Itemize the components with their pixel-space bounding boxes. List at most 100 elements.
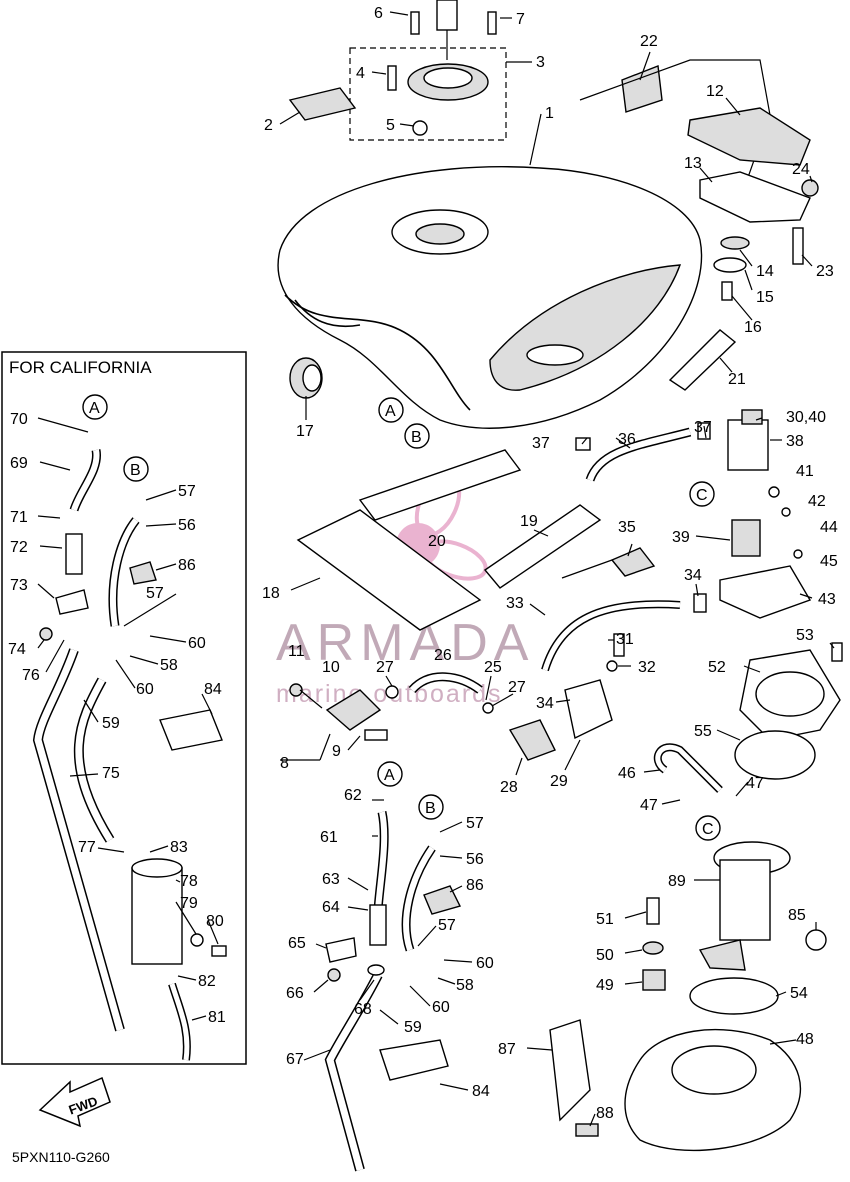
callout-3040: 30,40 — [786, 409, 826, 426]
callout-47a: 47 — [746, 775, 764, 792]
callout-44: 44 — [820, 519, 838, 536]
decal-22 — [621, 65, 663, 113]
callout-73: 73 — [10, 577, 28, 594]
callout-81: 81 — [208, 1009, 226, 1026]
bolt-23 — [792, 227, 804, 265]
callout-28: 28 — [500, 779, 518, 796]
clip-65 — [325, 937, 357, 963]
callout-78: 78 — [180, 873, 198, 890]
callout-34a: 34 — [684, 567, 702, 584]
marker-c-valve: C — [696, 487, 708, 504]
callout-60-ca-b: 60 — [136, 681, 154, 698]
marker-a-lower: A — [384, 767, 395, 784]
grommet-14 — [720, 236, 750, 250]
callout-14: 14 — [756, 263, 774, 280]
watermark-title: ARMADA — [276, 614, 534, 672]
callout-32: 32 — [638, 659, 656, 676]
washer-15 — [713, 257, 747, 273]
callout-12: 12 — [706, 83, 724, 100]
washer-32 — [606, 660, 618, 672]
leader-lines — [37, 11, 835, 1127]
pad-19 — [483, 504, 602, 589]
callout-58: 58 — [456, 977, 474, 994]
hose-36 — [585, 427, 692, 482]
callout-4: 4 — [356, 65, 365, 82]
callout-86-ca: 86 — [178, 557, 196, 574]
callout-58-ca: 58 — [160, 657, 178, 674]
callout-37b: 37 — [694, 419, 712, 436]
callout-27b: 27 — [508, 679, 526, 696]
callout-75: 75 — [102, 765, 120, 782]
california-title: FOR CALIFORNIA — [9, 358, 152, 377]
o-ring-55 — [734, 730, 816, 780]
callout-41: 41 — [796, 463, 814, 480]
callout-76: 76 — [22, 667, 40, 684]
callout-21: 21 — [728, 371, 746, 388]
marker-b-tank: B — [411, 429, 422, 446]
callout-57b: 57 — [438, 917, 456, 934]
clip-68 — [367, 964, 385, 976]
bolt-41 — [768, 486, 780, 498]
diagram-code: 5PXN110-G260 — [12, 1149, 110, 1165]
decal-2 — [288, 87, 357, 121]
callout-37a: 37 — [532, 435, 550, 452]
collar-50 — [642, 941, 664, 955]
strip-21 — [668, 329, 737, 391]
callout-26: 26 — [434, 647, 452, 664]
callout-84: 84 — [472, 1083, 490, 1100]
bolt-31 — [613, 633, 625, 657]
callout-86: 86 — [466, 877, 484, 894]
callout-67: 67 — [286, 1051, 304, 1068]
callout-85: 85 — [788, 907, 806, 924]
callout-72: 72 — [10, 539, 28, 556]
callout-27a: 27 — [376, 659, 394, 676]
callout-71: 71 — [10, 509, 28, 526]
callout-53: 53 — [796, 627, 814, 644]
bracket-13 — [699, 171, 811, 223]
clip-86-ca — [129, 561, 157, 585]
callout-39: 39 — [672, 529, 690, 546]
valve-29 — [564, 679, 613, 740]
bolt-16 — [721, 281, 733, 301]
o-ring-54 — [689, 977, 779, 1015]
bolt-51 — [646, 897, 660, 925]
callout-6: 6 — [374, 5, 383, 22]
callout-87: 87 — [498, 1041, 516, 1058]
callout-2: 2 — [264, 117, 273, 134]
callout-16: 16 — [744, 319, 762, 336]
callout-25: 25 — [484, 659, 502, 676]
connector-28 — [508, 719, 556, 761]
callout-23: 23 — [816, 263, 834, 280]
fuel-tank — [277, 166, 703, 429]
clip-37b — [575, 437, 591, 451]
marker-a-tank: A — [385, 403, 396, 420]
callout-82: 82 — [198, 973, 216, 990]
callout-35: 35 — [618, 519, 636, 536]
clip-37a — [697, 422, 711, 440]
callout-66: 66 — [286, 985, 304, 1002]
callout-60-ca-a: 60 — [188, 635, 206, 652]
callout-19: 19 — [520, 513, 538, 530]
marker-b-ca: B — [130, 462, 141, 479]
nut-5 — [412, 120, 428, 136]
callout-62: 62 — [344, 787, 362, 804]
callout-48: 48 — [796, 1031, 814, 1048]
callout-61: 61 — [320, 829, 338, 846]
nut-24 — [801, 179, 819, 197]
grommet-49 — [642, 969, 666, 991]
bolt-6 — [410, 11, 420, 35]
callout-47b: 47 — [640, 797, 658, 814]
pad-20 — [358, 449, 522, 521]
callout-45: 45 — [820, 553, 838, 570]
callout-36: 36 — [618, 431, 636, 448]
bracket-84-ca — [159, 709, 223, 751]
callout-10: 10 — [322, 659, 340, 676]
callout-46: 46 — [618, 765, 636, 782]
bolt-11 — [289, 683, 303, 697]
callout-70: 70 — [10, 411, 28, 428]
callout-31: 31 — [616, 631, 634, 648]
cover-12 — [687, 107, 811, 166]
clip-27b — [482, 702, 494, 714]
